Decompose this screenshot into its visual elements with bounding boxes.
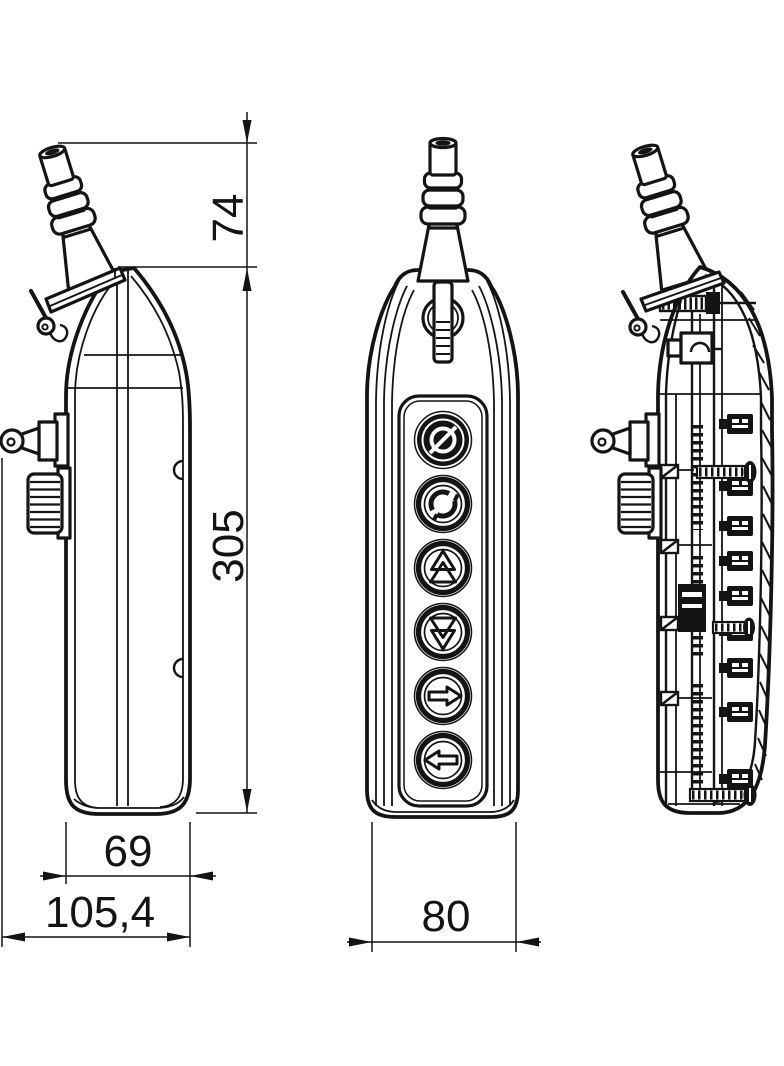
stop-icon [429,426,457,454]
twist-release-button [413,474,473,534]
dim-body-width: 80 [422,892,471,941]
dim-body-height: 305 [204,509,253,582]
dim-overall-depth: 105,4 [45,888,155,937]
dimension-annotations: 74 305 69 105,4 80 [1,112,541,952]
cable-gland-side [25,138,119,293]
cable-gland-section [618,137,712,292]
front-view [365,136,520,819]
section-key-and-knob [590,412,663,540]
section-view [590,137,775,815]
left-button [413,730,473,790]
dim-gland-height: 74 [204,194,253,243]
arrow-right-icon [427,685,463,707]
cable-clamp [666,331,722,365]
double-arrow-down-icon [429,616,457,651]
fast-down-button [413,602,473,662]
right-button [413,666,473,726]
stop-button [413,410,473,470]
dim-body-depth: 69 [104,827,153,876]
cable-gland-front [416,136,470,283]
side-key-and-knob [0,412,72,540]
cover-hatch [740,291,773,781]
fast-up-button [413,538,473,598]
double-arrow-up-icon [429,549,457,584]
twist-release-icon [428,489,460,522]
side-view [0,138,192,816]
arrow-left-icon [423,749,459,771]
cover-screws [688,461,757,806]
estop-switch-body [678,584,706,632]
